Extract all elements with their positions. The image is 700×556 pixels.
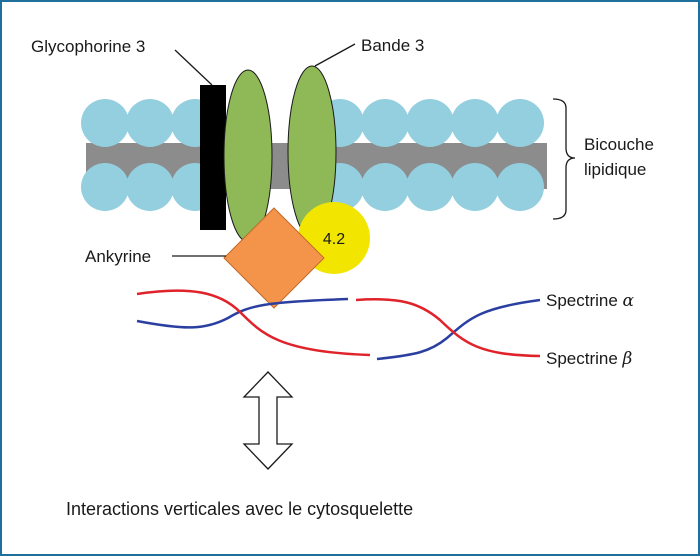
spectrin-beta-right xyxy=(355,298,541,358)
band3-label: Bande 3 xyxy=(361,36,424,55)
protein42-label: 4.2 xyxy=(323,231,345,248)
lipid-head xyxy=(406,99,454,147)
band3-leader xyxy=(314,43,356,67)
spectrin-alpha-label: Spectrine α xyxy=(546,291,635,311)
glycophorin-bar xyxy=(200,85,226,230)
lipid-head xyxy=(451,99,499,147)
spectrin-alpha-left xyxy=(136,297,349,329)
glycophorin-leader xyxy=(174,49,213,86)
lipid-head xyxy=(451,163,499,211)
lipid-head xyxy=(361,99,409,147)
glycophorin-label: Glycophorine 3 xyxy=(31,37,145,56)
lipid-head xyxy=(361,163,409,211)
spectrin-beta-left xyxy=(136,289,371,357)
spectrin-beta-greek: β xyxy=(622,349,633,369)
bilayer-label-line1: Bicouche xyxy=(584,135,654,154)
double-arrow-icon xyxy=(242,371,294,470)
spectrin-alpha-greek: α xyxy=(623,291,635,311)
ankyrin-diamond xyxy=(223,207,325,309)
bilayer-label-line2: lipidique xyxy=(584,160,646,179)
lipid-heads-top xyxy=(81,99,544,147)
spectrin-alpha-right xyxy=(376,298,541,361)
lipid-head xyxy=(81,99,129,147)
band3-left-ellipse xyxy=(223,69,273,243)
lipid-head xyxy=(126,163,174,211)
caption: Interactions verticales avec le cytosque… xyxy=(66,499,413,519)
lipid-head xyxy=(496,163,544,211)
spectrin-beta-text: Spectrine xyxy=(546,349,623,368)
bilayer-bracket xyxy=(552,98,576,220)
ankyrin-label: Ankyrine xyxy=(85,247,151,266)
lipid-head xyxy=(496,99,544,147)
lipid-head xyxy=(81,163,129,211)
lipid-head xyxy=(406,163,454,211)
spectrin-alpha-text: Spectrine xyxy=(546,291,623,310)
lipid-head xyxy=(126,99,174,147)
spectrin-beta-label: Spectrine β xyxy=(546,349,633,369)
